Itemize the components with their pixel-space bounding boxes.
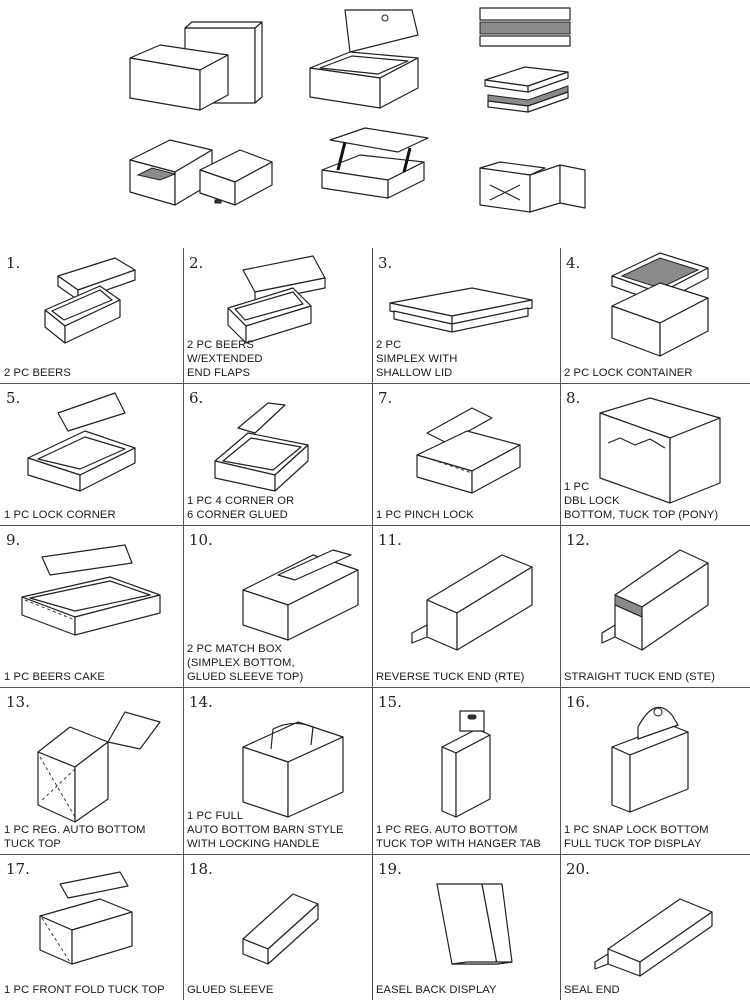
seal-end-box-icon [594, 898, 713, 977]
two-piece-extended-flap-box-icon [227, 255, 326, 344]
style-number: 3. [378, 254, 393, 272]
style-caption: 1 PC PINCH LOCK [376, 509, 474, 521]
grid-divider [0, 383, 750, 384]
reverse-tuck-end-box-icon [411, 554, 533, 651]
grid-divider [0, 525, 750, 526]
style-caption: 1 PC REG. AUTO BOTTOM TUCK TOP [4, 824, 146, 850]
style-number: 13. [6, 693, 30, 711]
grid-divider [560, 248, 561, 1000]
front-fold-box-icon [39, 871, 133, 965]
box-style-cell: 1. 2 PC BEERS [0, 248, 183, 383]
style-number: 10. [189, 531, 213, 549]
style-caption: 1 PC DBL LOCK BOTTOM, TUCK TOP (PONY) [564, 481, 719, 521]
box-style-cell: 3. 2 PC SIMPLEX WITH SHALLOW LID [372, 248, 560, 383]
style-caption: 1 PC FRONT FOLD TUCK TOP [4, 984, 165, 996]
two-piece-tray-box-icon [44, 257, 136, 344]
style-number: 11. [378, 531, 402, 549]
box-style-chart: 1. 2 PC BEERS 2. 2 PC BEERS W/EXTENDED END… [0, 248, 750, 1000]
box-style-cell: 5. 1 PC LOCK CORNER [0, 383, 183, 525]
style-number: 12. [566, 531, 590, 549]
style-number: 16. [566, 693, 590, 711]
grid-divider [183, 248, 184, 1000]
style-number: 5. [6, 389, 21, 407]
style-caption: 1 PC SNAP LOCK BOTTOM FULL TUCK TOP DISP… [564, 824, 709, 850]
box-style-cell: 8. 1 PC DBL LOCK BOTTOM, TUCK TOP (PONY) [560, 383, 750, 525]
style-number: 20. [566, 860, 590, 878]
rigid-box-sketches [129, 7, 586, 213]
style-caption: 1 PC LOCK CORNER [4, 509, 116, 521]
style-number: 4. [566, 254, 581, 272]
box-style-cell: 14. 1 PC FULL AUTO BOTTOM BARN STYLE WITH… [183, 687, 372, 854]
style-number: 7. [378, 389, 393, 407]
collapsible-box-icon [479, 161, 586, 213]
pony-box-icon [599, 397, 721, 504]
rigid-box-illustrations [0, 0, 750, 245]
box-style-cell: 10. 2 PC MATCH BOX (SIMPLEX BOTTOM, GLUED… [183, 525, 372, 687]
pinch-lock-box-icon [416, 407, 521, 494]
shallow-lid-box-icon [389, 287, 533, 333]
box-style-cell: 12. STRAIGHT TUCK END (STE) [560, 525, 750, 687]
box-style-cell: 6. 1 PC 4 CORNER OR 6 CORNER GLUED [183, 383, 372, 525]
style-number: 8. [566, 389, 581, 407]
style-number: 2. [189, 254, 204, 272]
style-number: 6. [189, 389, 204, 407]
lock-container-box-icon [611, 252, 709, 357]
style-caption: 1 PC BEERS CAKE [4, 671, 105, 683]
easel-back-display-icon [436, 883, 513, 965]
style-number: 1. [6, 254, 21, 272]
lock-corner-box-icon [27, 392, 136, 492]
box-style-cell: 16. 1 PC SNAP LOCK BOTTOM FULL TUCK TOP D… [560, 687, 750, 854]
magnetic-flap-box-icon [309, 9, 419, 109]
style-caption: GLUED SLEEVE [187, 984, 274, 996]
style-caption: REVERSE TUCK END (RTE) [376, 671, 525, 683]
glued-sleeve-icon [242, 893, 319, 965]
match-box-icon [242, 549, 359, 641]
auto-bottom-box-icon [37, 711, 161, 823]
grid-divider [0, 854, 750, 855]
box-style-cell: 20. SEAL END [560, 854, 750, 1000]
style-caption: 1 PC FULL AUTO BOTTOM BARN STYLE WITH LO… [187, 810, 344, 850]
grid-divider [372, 248, 373, 1000]
cake-box-icon [21, 544, 161, 636]
style-caption: SEAL END [564, 984, 620, 996]
grid-divider [0, 687, 750, 688]
box-style-cell: 11. REVERSE TUCK END (RTE) [372, 525, 560, 687]
hinged-lid-ribbon-box-icon [321, 127, 429, 199]
display-box-icon [611, 706, 689, 813]
style-caption: 2 PC LOCK CONTAINER [564, 367, 693, 379]
style-number: 19. [378, 860, 402, 878]
style-caption: STRAIGHT TUCK END (STE) [564, 671, 716, 683]
corner-glued-tray-icon [214, 402, 309, 492]
style-caption: 2 PC BEERS [4, 367, 71, 379]
style-caption: 2 PC BEERS W/EXTENDED END FLAPS [187, 339, 263, 379]
style-caption: 1 PC REG. AUTO BOTTOM TUCK TOP WITH HANG… [376, 824, 541, 850]
box-style-cell: 4. 2 PC LOCK CONTAINER [560, 248, 750, 383]
box-style-cell: 19. EASEL BACK DISPLAY [372, 854, 560, 1000]
style-caption: 2 PC SIMPLEX WITH SHALLOW LID [376, 339, 458, 379]
style-number: 9. [6, 531, 21, 549]
box-style-cell: 18. GLUED SLEEVE [183, 854, 372, 1000]
style-caption: EASEL BACK DISPLAY [376, 984, 497, 996]
box-style-cell: 17. 1 PC FRONT FOLD TUCK TOP [0, 854, 183, 1000]
style-number: 14. [189, 693, 213, 711]
hanger-tab-box-icon [441, 710, 491, 818]
box-style-cell: 7. 1 PC PINCH LOCK [372, 383, 560, 525]
box-style-cell: 13. 1 PC REG. AUTO BOTTOM TUCK TOP [0, 687, 183, 854]
stacked-lid-box-icon [479, 7, 571, 113]
style-caption: 2 PC MATCH BOX (SIMPLEX BOTTOM, GLUED SL… [187, 643, 304, 683]
barn-handle-box-icon [242, 721, 344, 818]
drawer-slide-box-icon [129, 139, 273, 206]
style-number: 17. [6, 860, 30, 878]
box-style-cell: 2. 2 PC BEERS W/EXTENDED END FLAPS [183, 248, 372, 383]
style-number: 15. [378, 693, 402, 711]
straight-tuck-end-box-icon [601, 549, 709, 651]
lift-off-lid-box-icon [129, 21, 263, 111]
box-style-cell: 9. 1 PC BEERS CAKE [0, 525, 183, 687]
box-style-cell: 15. 1 PC REG. AUTO BOTTOM TUCK TOP WITH H… [372, 687, 560, 854]
style-number: 18. [189, 860, 213, 878]
style-caption: 1 PC 4 CORNER OR 6 CORNER GLUED [187, 495, 295, 521]
